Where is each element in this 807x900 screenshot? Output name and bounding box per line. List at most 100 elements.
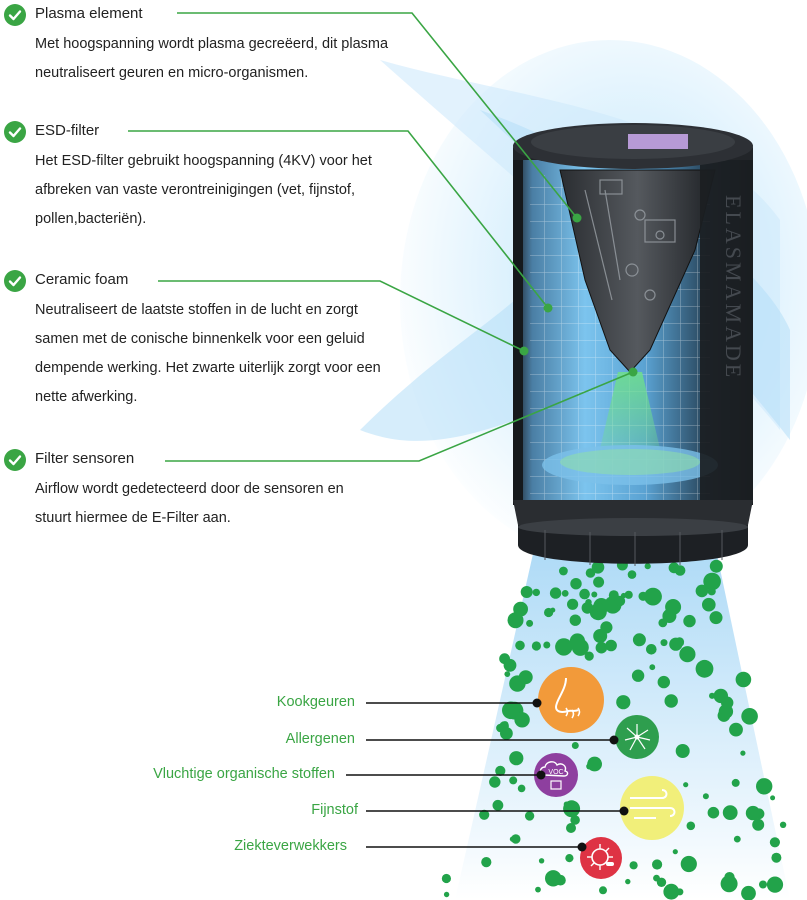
- leader-plasma: [177, 12, 578, 219]
- particle-dot: [584, 651, 594, 661]
- particle-dot: [492, 799, 504, 811]
- particle-dot: [501, 721, 509, 728]
- particle-dot: [644, 587, 662, 606]
- particle-dot: [702, 597, 716, 612]
- particle-dot: [703, 572, 721, 591]
- particle-dot: [570, 815, 580, 825]
- particle-dot: [745, 805, 761, 821]
- particle-dot: [555, 638, 573, 656]
- particle-dot: [731, 778, 740, 787]
- particle-dot: [771, 852, 782, 863]
- brand-text: ELASMAMADE: [721, 195, 746, 380]
- particle-dot: [567, 598, 579, 610]
- particle-dot: [515, 640, 525, 651]
- feature-leaders: [128, 12, 634, 462]
- particle-dot: [531, 641, 542, 651]
- particle-dot: [481, 857, 492, 868]
- wind-dust-icon: [620, 776, 684, 840]
- particle-dot: [443, 891, 450, 898]
- particle-dot: [665, 599, 682, 615]
- dandelion-icon: [615, 715, 659, 759]
- feature-desc: Airflow wordt gedetecteerd door de senso…: [35, 481, 344, 526]
- feature-desc: Met hoogspanning wordt plasma gecreëerd,…: [35, 36, 389, 81]
- feature-desc: Neutraliseert de laatste stoffen in de l…: [35, 302, 381, 405]
- particle-dot: [441, 873, 451, 884]
- particle-dot: [605, 639, 617, 652]
- particle-dot: [779, 821, 787, 828]
- particle-dot: [565, 854, 574, 863]
- pollutant-leaders: [346, 702, 624, 848]
- particle-dot: [526, 619, 534, 627]
- particle-dot: [532, 588, 540, 597]
- particle-dot: [695, 584, 709, 598]
- voc-cloud-icon: VOC: [534, 753, 578, 797]
- particle-dot: [713, 688, 728, 704]
- particle-dot: [729, 722, 743, 737]
- particle-dot: [586, 763, 593, 770]
- particle-dot: [489, 776, 501, 788]
- check-icon: [4, 449, 26, 471]
- particle-dot: [683, 614, 696, 628]
- feature-title: Plasma element: [35, 5, 143, 22]
- particle-dot: [769, 837, 781, 848]
- particle-dot: [616, 695, 631, 710]
- particle-dot: [759, 880, 767, 889]
- leader-sensor: [165, 371, 634, 462]
- particle-dot: [644, 563, 651, 570]
- particle-dot: [544, 607, 554, 618]
- particle-dot: [511, 834, 521, 844]
- particle-dot: [502, 701, 520, 720]
- particle-dot: [752, 818, 765, 831]
- particle-dot: [599, 886, 607, 895]
- particle-dot: [518, 670, 533, 685]
- particle-dot: [590, 610, 599, 619]
- particle-dot: [683, 782, 689, 788]
- particle-dot: [741, 885, 756, 900]
- particle-dot: [741, 708, 758, 725]
- feature-title: ESD-filter: [35, 122, 100, 139]
- particle-dot: [631, 669, 645, 682]
- leader-esd: [128, 130, 549, 309]
- pollutant-label-fijnstof: Fijnstof: [311, 802, 358, 818]
- particle-dot: [658, 618, 668, 628]
- check-icon: [4, 121, 26, 143]
- feature-title: Filter sensoren: [35, 450, 135, 467]
- particle-dot: [514, 712, 530, 728]
- particle-dot: [591, 561, 605, 574]
- particle-dot: [559, 566, 568, 576]
- particle-dot: [733, 835, 741, 843]
- particle-dot: [543, 641, 551, 649]
- particle-dot: [770, 795, 776, 801]
- particle-dot: [756, 778, 773, 795]
- particle-dot: [513, 601, 528, 617]
- particle-dot: [579, 588, 590, 600]
- particle-dot: [581, 602, 594, 614]
- dot-ceramic: [519, 346, 529, 356]
- particle-dot: [722, 805, 738, 820]
- particle-dot: [709, 692, 716, 699]
- particle-dot: [571, 742, 579, 749]
- particle-dot: [495, 765, 506, 777]
- particle-dot: [709, 611, 723, 625]
- particle-dot: [520, 586, 533, 598]
- particle-dot: [538, 858, 545, 864]
- particle-dot: [646, 644, 657, 655]
- particle-dot: [561, 590, 569, 597]
- particle-dot: [624, 590, 633, 599]
- particle-dot: [620, 592, 627, 599]
- pollutant-label-kookgeuren: Kookgeuren: [276, 694, 355, 710]
- particle-dot: [686, 821, 696, 831]
- particle-dot: [549, 587, 562, 599]
- particle-dot: [657, 675, 670, 689]
- particle-dot: [595, 641, 608, 654]
- particle-dot: [627, 570, 637, 579]
- particle-dot: [664, 694, 678, 708]
- particle-dot: [566, 823, 576, 833]
- check-icon: [4, 270, 26, 292]
- particle-dot: [663, 883, 680, 900]
- particle-dot: [509, 776, 518, 785]
- particle-dot: [719, 713, 726, 721]
- particle-dot: [608, 590, 619, 601]
- pollutant-label-allergenen: Allergenen: [285, 731, 355, 747]
